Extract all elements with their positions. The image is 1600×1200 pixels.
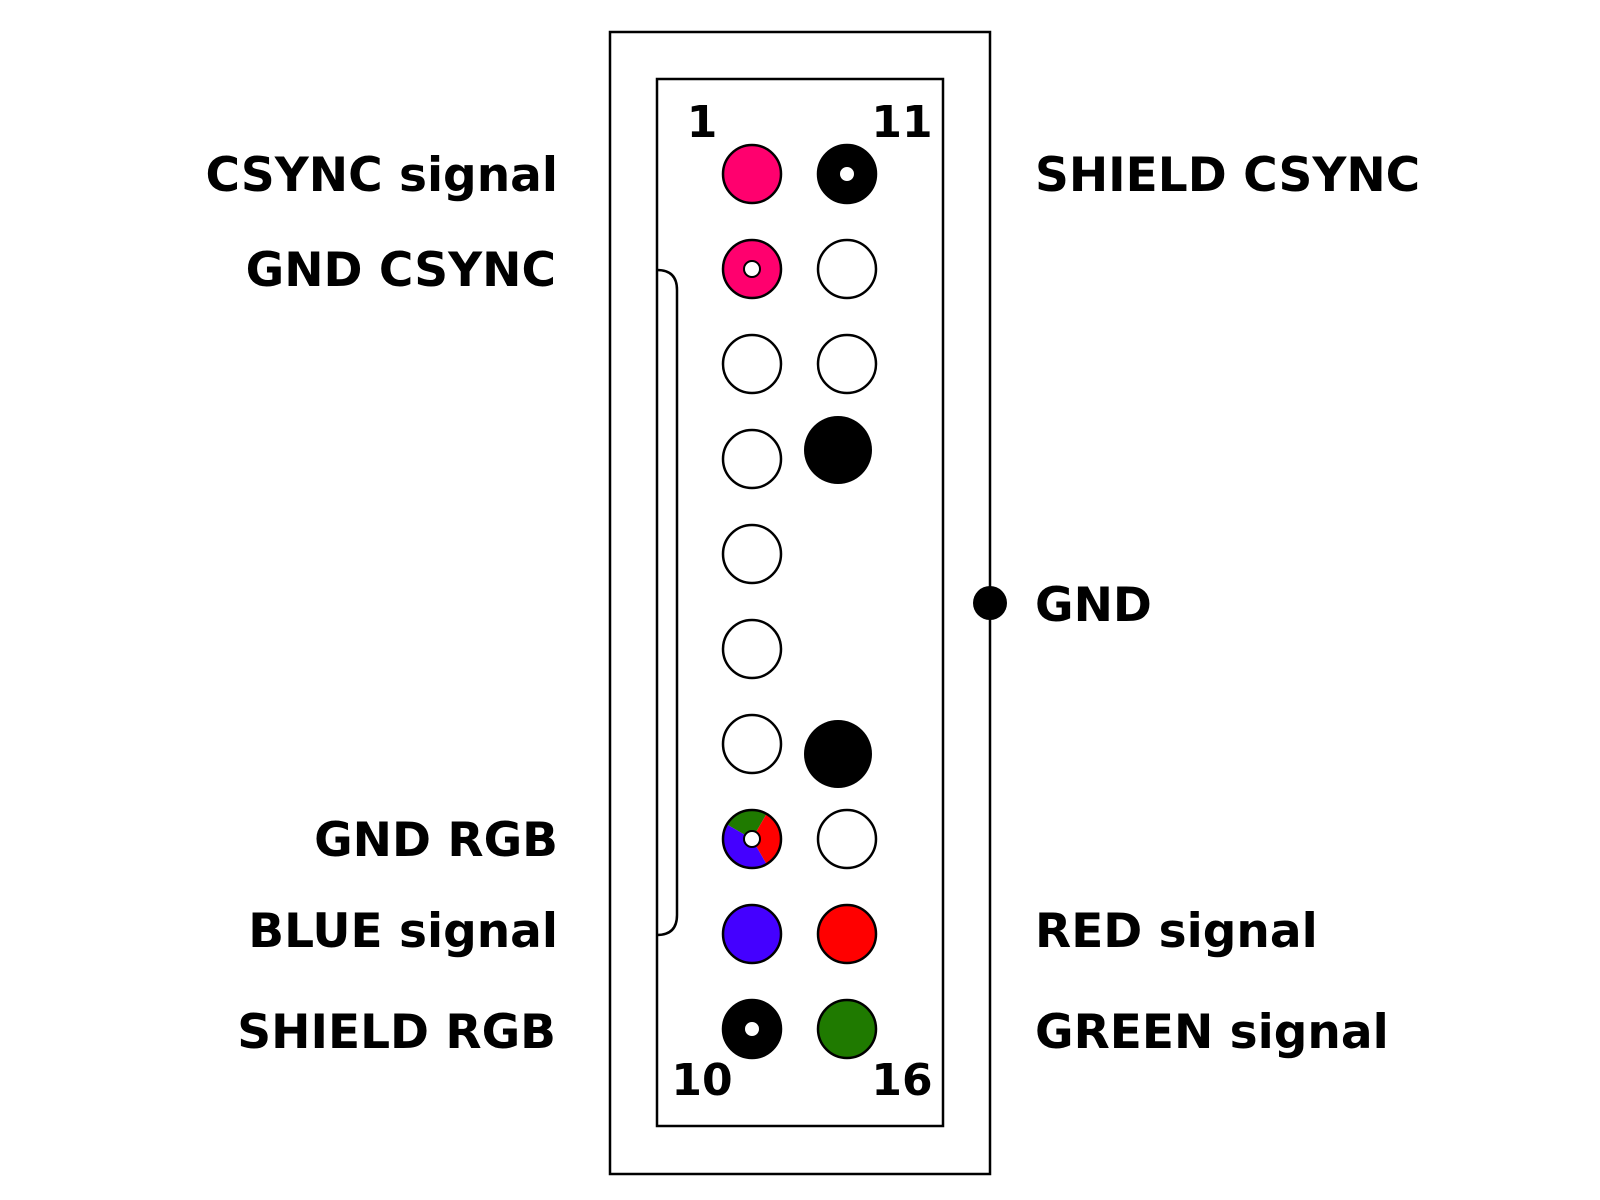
- gnd-terminal-dot: [973, 586, 1007, 620]
- pin-1-csync-signal: [721, 143, 783, 205]
- pin-8-green-sector: [727, 810, 767, 839]
- pin-5: [721, 523, 783, 585]
- pin-3: [721, 333, 783, 395]
- pin-4: [721, 428, 783, 490]
- pin-number-1: 1: [687, 97, 718, 148]
- label-blue-signal: BLUE signal: [248, 904, 558, 959]
- pin-8-blue-sector: [723, 824, 767, 868]
- pin-8-red-sector: [752, 813, 781, 865]
- pin-14: [816, 808, 878, 870]
- connector-outer-housing: [608, 30, 992, 1176]
- label-gnd-rgb: GND RGB: [314, 813, 558, 868]
- pin-2-center-hole: [743, 260, 761, 278]
- pin-10-center-hole: [743, 1020, 761, 1038]
- pin-15-red-signal: [816, 903, 878, 965]
- pin-11-center-hole: [838, 165, 856, 183]
- label-gnd: GND: [1035, 578, 1152, 633]
- pin-2-gnd-csync: [721, 238, 783, 300]
- connector-inner-frame: [655, 77, 945, 1128]
- label-csync-signal: CSYNC signal: [206, 148, 558, 203]
- pin-number-16: 16: [871, 1055, 932, 1106]
- mounting-post-lower: [804, 720, 872, 788]
- pin-10-shield-rgb: [721, 998, 783, 1060]
- pin-6: [721, 618, 783, 680]
- pin-12: [816, 238, 878, 300]
- mounting-post-upper: [804, 416, 872, 484]
- label-shield-csync: SHIELD CSYNC: [1035, 148, 1420, 203]
- pin-number-11: 11: [871, 97, 932, 148]
- pin-9-blue-signal: [721, 903, 783, 965]
- label-red-signal: RED signal: [1035, 904, 1318, 959]
- pin-8-gnd-rgb: [721, 808, 783, 870]
- label-shield-rgb: SHIELD RGB: [237, 1005, 556, 1060]
- pin-7: [721, 713, 783, 775]
- connector-key-notch: [656, 268, 679, 937]
- pin-number-10: 10: [671, 1055, 732, 1106]
- pin-13: [816, 333, 878, 395]
- pin-16-green-signal: [816, 998, 878, 1060]
- label-green-signal: GREEN signal: [1035, 1005, 1389, 1060]
- pin-11-shield-csync: [816, 143, 878, 205]
- label-gnd-csync: GND CSYNC: [246, 243, 556, 298]
- pin-8-center-hole: [743, 830, 761, 848]
